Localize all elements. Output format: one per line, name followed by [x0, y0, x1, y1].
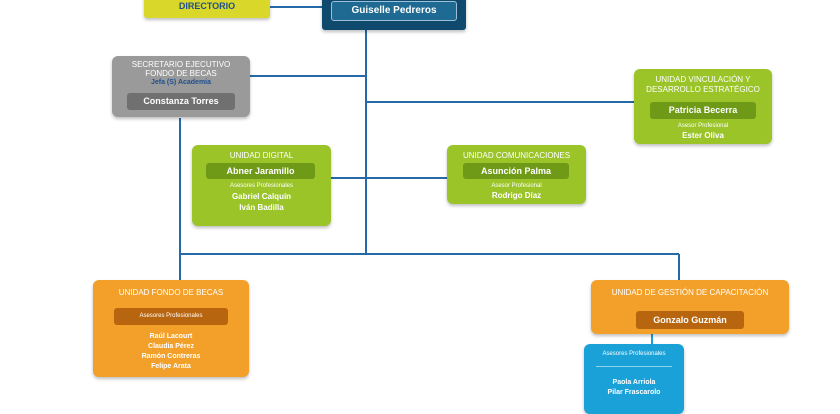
digital-advisors-label: Asesores Profesionales	[229, 183, 294, 189]
connector-lines	[179, 6, 680, 344]
digital-head-pill: Abner Jaramillo	[206, 163, 315, 179]
capacitacion-advisors-label: Asesores Profesionales	[602, 351, 666, 357]
vinculacion-advisor-label: Asesor Profesional	[677, 123, 729, 129]
vinculacion-head: Patricia Becerra	[668, 105, 738, 115]
fondo-becas-advisor-1: Raúl Lacourt	[149, 333, 193, 340]
secretario-title-line2: FONDO DE BECAS	[145, 69, 217, 78]
capacitacion-title: UNIDAD DE GESTIÓN DE CAPACITACIÓN	[611, 288, 769, 297]
digital-advisor-1: Gabriel Calquín	[231, 192, 292, 201]
vinculacion-title-line1: UNIDAD VINCULACIÓN Y	[655, 75, 751, 84]
capacitacion-head: Gonzalo Guzmán	[653, 315, 727, 325]
secretario-name: Constanza Torres	[143, 96, 219, 106]
secretario-name-pill: Constanza Torres	[127, 93, 235, 110]
comunicaciones-head-pill: Asunción Palma	[463, 163, 569, 179]
digital-box: UNIDAD DIGITAL Abner Jaramillo Asesores …	[192, 145, 331, 226]
directorio-label: DIRECTORIO	[178, 1, 236, 11]
comunicaciones-title: UNIDAD COMUNICACIONES	[462, 151, 571, 160]
capacitacion-advisor-2: Pilar Frascarolo	[607, 389, 661, 396]
secretario-box: SECRETARIO EJECUTIVO FONDO DE BECAS Jefa…	[112, 56, 250, 117]
fondo-becas-advisor-2: Claudia Pérez	[148, 343, 194, 350]
vinculacion-advisor: Ester Oliva	[682, 131, 724, 140]
director-name-pill: Guiselle Pedreros	[331, 1, 457, 21]
vinculacion-box: UNIDAD VINCULACIÓN Y DESARROLLO ESTRATÉG…	[634, 69, 772, 144]
fondo-becas-title: UNIDAD FONDO DE BECAS	[118, 288, 224, 297]
digital-title: UNIDAD DIGITAL	[229, 151, 294, 160]
comunicaciones-advisor: Rodrigo Díaz	[491, 191, 542, 200]
directorio-box: DIRECTORIO	[144, 0, 270, 18]
fondo-becas-advisor-3: Ramón Contreras	[141, 353, 201, 360]
comunicaciones-head: Asunción Palma	[480, 166, 552, 176]
director-name: Guiselle Pedreros	[351, 5, 437, 16]
capacitacion-box: UNIDAD DE GESTIÓN DE CAPACITACIÓN Gonzal…	[591, 280, 789, 334]
capacitacion-advisors-divider	[596, 366, 672, 367]
digital-advisor-2: Iván Badilla	[239, 203, 284, 212]
vinculacion-head-pill: Patricia Becerra	[650, 102, 756, 119]
director-box: Guiselle Pedreros	[322, 0, 466, 30]
digital-head: Abner Jaramillo	[226, 166, 295, 176]
fondo-becas-advisors-pill: Asesores Profesionales	[114, 308, 228, 325]
comunicaciones-box: UNIDAD COMUNICACIONES Asunción Palma Ase…	[447, 145, 586, 204]
secretario-title-line1: SECRETARIO EJECUTIVO	[131, 60, 231, 69]
comunicaciones-advisor-label: Asesor Profesional	[491, 183, 542, 189]
fondo-becas-advisor-4: Felipe Arata	[151, 363, 191, 370]
capacitacion-head-pill: Gonzalo Guzmán	[636, 311, 744, 329]
secretario-subtitle: Jefa (S) Academia	[150, 79, 212, 86]
fondo-becas-advisors-label: Asesores Profesionales	[139, 313, 203, 319]
vinculacion-title-line2: DESARROLLO ESTRATÉGICO	[646, 85, 760, 94]
fondo-becas-box: UNIDAD FONDO DE BECAS Asesores Profesion…	[93, 280, 249, 377]
capacitacion-advisors-box: Asesores Profesionales Paola Arriola Pil…	[584, 344, 684, 414]
capacitacion-advisor-1: Paola Arriola	[612, 379, 656, 386]
